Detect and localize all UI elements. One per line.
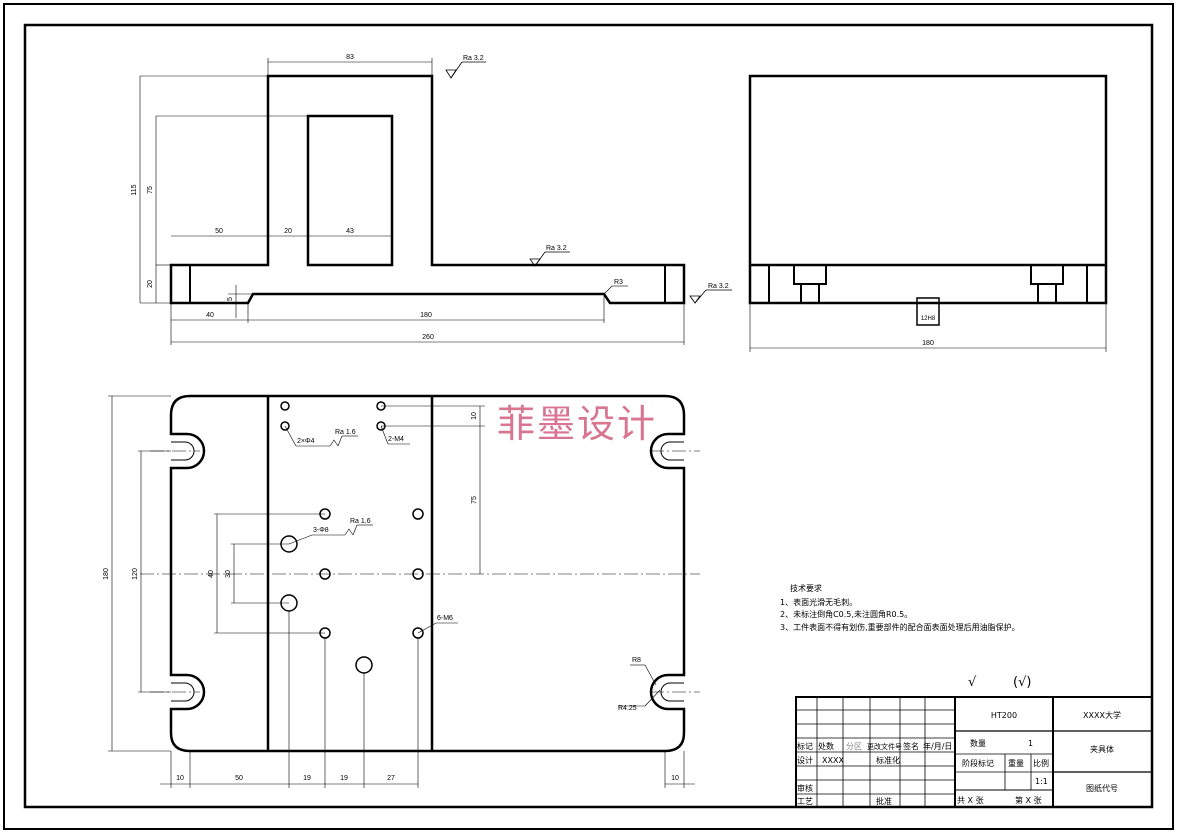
paren-check-icon: (√)	[1013, 675, 1031, 690]
plan-view	[108, 394, 700, 788]
check-icon: √	[968, 675, 977, 690]
inner-border	[23, 23, 1154, 809]
roughness-right: Ra 3.2	[708, 283, 729, 290]
tb-check: 审核	[797, 783, 813, 793]
plan-dim-b50: 50	[235, 775, 243, 782]
tb-scale-value: 1:1	[1035, 777, 1048, 786]
tb-design-label: 设计	[797, 755, 813, 765]
plan-dim-b27: 27	[387, 775, 395, 782]
plan-dim-40: 40	[208, 570, 215, 578]
side-slot-label: 12H8	[921, 316, 936, 322]
tb-zone: 分区	[846, 742, 862, 751]
roughness-mid: Ra 3.2	[546, 245, 567, 252]
tb-weight: 重量	[1008, 758, 1024, 768]
plan-dim-30: 30	[225, 570, 232, 578]
dim-40: 40	[206, 312, 214, 319]
tb-standard: 标准化	[876, 755, 900, 765]
tb-sheet: 第 X 张	[1015, 795, 1042, 805]
plan-view-labels: 180 120 40 30 75 10 10 50 19 19 27 10 R8…	[103, 412, 679, 782]
tb-docno: 更改文件号	[867, 742, 902, 751]
callout-pin2: 2×Φ4	[297, 438, 315, 445]
tb-count: 处数	[818, 741, 834, 751]
dim-5: 5	[227, 297, 234, 301]
callout-m6: 6-M6	[437, 615, 453, 622]
dim-50: 50	[215, 228, 223, 235]
plan-dim-r8: R8	[632, 657, 641, 664]
roughness-top: Ra 3.2	[463, 55, 484, 62]
tb-approve: 批准	[876, 796, 892, 806]
tb-stage: 阶段标记	[962, 758, 994, 768]
tb-process: 工艺	[797, 797, 813, 806]
dim-260: 260	[422, 334, 434, 341]
tb-part-name: 夹具体	[1090, 744, 1114, 754]
plan-dim-180: 180	[103, 568, 110, 580]
callout-m4: 2-M4	[388, 436, 404, 443]
tb-mark: 标记	[797, 741, 813, 751]
technical-requirements: 技术要求 1、表面光滑无毛刺。 2、未标注倒角C0.5,未注圆角R0.5。 3、…	[780, 583, 1020, 632]
tb-drawing-code: 图纸代号	[1086, 783, 1118, 793]
plan-dim-b10b: 10	[671, 775, 679, 782]
side-dim-180: 180	[922, 340, 934, 347]
dim-20: 20	[147, 280, 154, 288]
tb-qty-value: 1	[1028, 739, 1033, 748]
plan-dim-120: 120	[132, 568, 139, 580]
plan-dim-10: 10	[471, 412, 478, 420]
tb-school: XXXX大学	[1083, 710, 1121, 720]
tb-material: HT200	[991, 711, 1017, 720]
dim-43: 43	[346, 228, 354, 235]
tb-design-value: XXXX	[822, 756, 844, 765]
outer-border	[3, 3, 1174, 830]
tech-note-1: 1、表面光滑无毛刺。	[780, 597, 857, 607]
watermark-text: 菲墨设计	[497, 402, 657, 446]
callout-pin3: 3-Φ8	[313, 527, 329, 534]
dim-r3: R3	[614, 279, 623, 286]
plan-dim-r425: R4.25	[618, 705, 637, 712]
front-view	[139, 58, 732, 345]
plan-dim-b10a: 10	[176, 775, 184, 782]
front-view-labels: 83 115 75 20 50 20 43 5 40 180 260 R3 Ra…	[131, 54, 729, 341]
tb-total: 共 X 张	[957, 796, 984, 805]
plan-dim-75: 75	[471, 496, 478, 504]
callout-pin2-ra: Ra 1.6	[335, 429, 356, 436]
dim-75: 75	[147, 186, 154, 194]
title-block	[795, 696, 1153, 808]
plan-dim-b19b: 19	[340, 775, 348, 782]
tech-note-3: 3、工件表面不得有划伤,重要部件的配合面表面处理后用油脂保护。	[780, 622, 1020, 632]
dim-20w: 20	[284, 228, 292, 235]
tb-date: 年/月/日	[923, 741, 952, 751]
tb-scale-label: 比例	[1033, 758, 1049, 768]
side-view	[748, 74, 1108, 352]
dim-83: 83	[346, 54, 354, 61]
tb-sign: 签名	[903, 741, 919, 751]
dim-180: 180	[420, 312, 432, 319]
callout-pin3-ra: Ra 1.6	[350, 518, 371, 525]
tech-note-2: 2、未标注倒角C0.5,未注圆角R0.5。	[780, 609, 912, 619]
tb-qty-label: 数量	[970, 738, 986, 748]
tech-notes-title: 技术要求	[790, 583, 822, 593]
plan-dim-b19a: 19	[303, 775, 311, 782]
surface-finish-symbol: √ (√)	[968, 675, 1031, 690]
dim-115: 115	[131, 184, 138, 195]
title-block-text: 标记 处数 分区 更改文件号 签名 年/月/日 设计 XXXX 标准化 审核 工…	[797, 710, 1121, 806]
